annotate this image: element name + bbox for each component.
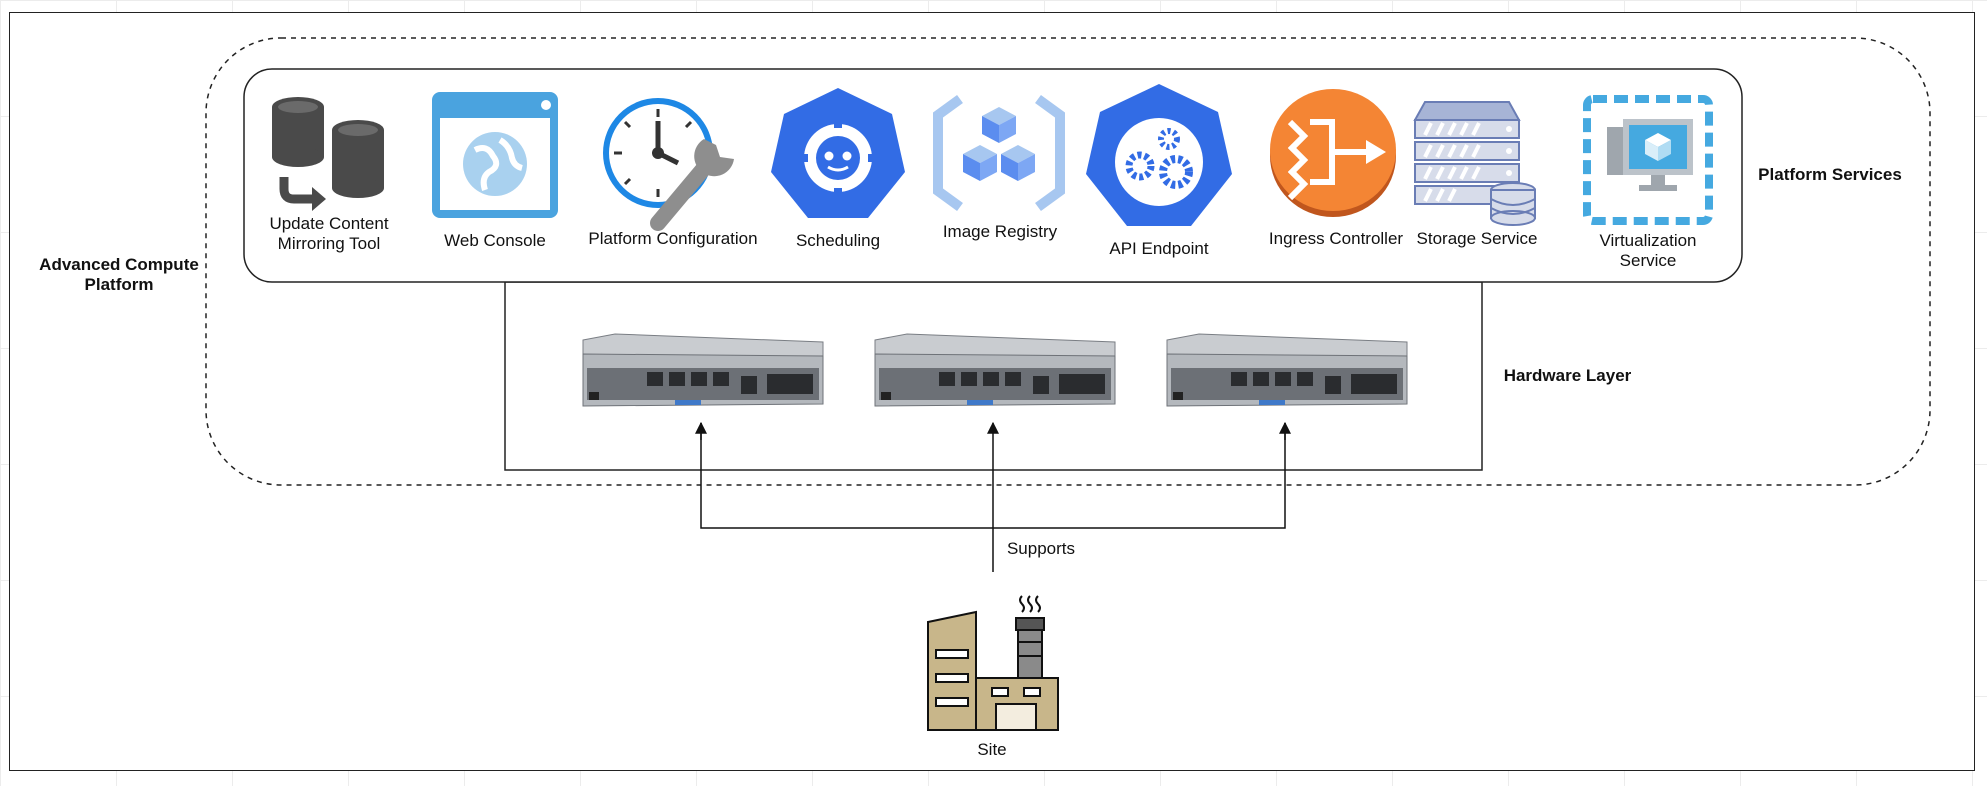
platform-label: Advanced Compute Platform [39, 255, 199, 294]
storage-rack-icon [1413, 101, 1536, 226]
ingress-arrows-icon [1270, 89, 1396, 217]
service-label-virtualization: Virtualization Service [1599, 231, 1697, 270]
service-label-platform-config: Platform Configuration [588, 229, 758, 248]
service-label-web-console: Web Console [444, 231, 546, 250]
service-label-api-endpoint: API Endpoint [1109, 239, 1209, 258]
supports-edge-branches [700, 423, 1286, 529]
site-label: Site [977, 740, 1007, 759]
service-label-image-registry: Image Registry [942, 222, 1058, 241]
database-mirror-icon [272, 97, 384, 211]
api-gears-heptagon-icon [1086, 84, 1232, 226]
factory-icon [927, 595, 1059, 731]
image-registry-icon [933, 94, 1065, 212]
hardware-layer-label: Hardware Layer [1503, 366, 1632, 385]
scheduler-heptagon-icon [771, 88, 905, 218]
server-blade-icon [874, 333, 1116, 407]
service-label-scheduling: Scheduling [795, 231, 881, 250]
edge-label: Supports [1006, 539, 1076, 558]
service-label-ingress: Ingress Controller [1268, 229, 1404, 248]
web-console-icon [432, 92, 558, 218]
platform-dashed-boundary [205, 37, 1931, 486]
virtual-machine-icon [1583, 95, 1713, 225]
clock-wrench-icon [603, 98, 734, 231]
service-label-mirroring: Update Content Mirroring Tool [269, 214, 389, 253]
service-label-storage: Storage Service [1416, 229, 1538, 248]
platform-services-label: Platform Services [1758, 165, 1902, 184]
server-blade-icon [582, 333, 824, 407]
server-blade-icon [1166, 333, 1408, 407]
